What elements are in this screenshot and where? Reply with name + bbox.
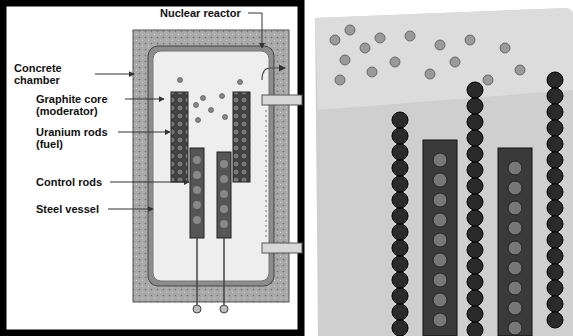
rod-stem [196,238,198,305]
part-label: Concrete chamber [14,62,92,86]
control-rod [190,148,204,238]
pipe [262,95,302,105]
leader-lines [95,13,262,209]
part-label: Steel vessel [36,203,99,215]
uranium-rod [233,92,250,182]
steel-vessel [148,46,274,286]
frame [3,3,301,333]
closeup-view [315,8,573,336]
pipe [262,243,302,253]
part-label: Graphite core (moderator) [36,93,124,117]
control-rod [217,152,231,238]
part-label: Uranium rods (fuel) [36,126,116,150]
uranium-rod [171,92,188,182]
part-label: Nuclear reactor [160,7,241,19]
rod-drive [193,305,201,313]
rod-stem [223,238,225,305]
part-label: Control rods [36,176,102,188]
neutrons [178,78,243,123]
concrete-chamber [133,30,289,302]
control-rod-beads [193,156,228,228]
flow-dots [266,110,267,238]
rod-drive [220,305,228,313]
flow-arrow [262,68,285,80]
graphite-core [153,51,269,281]
